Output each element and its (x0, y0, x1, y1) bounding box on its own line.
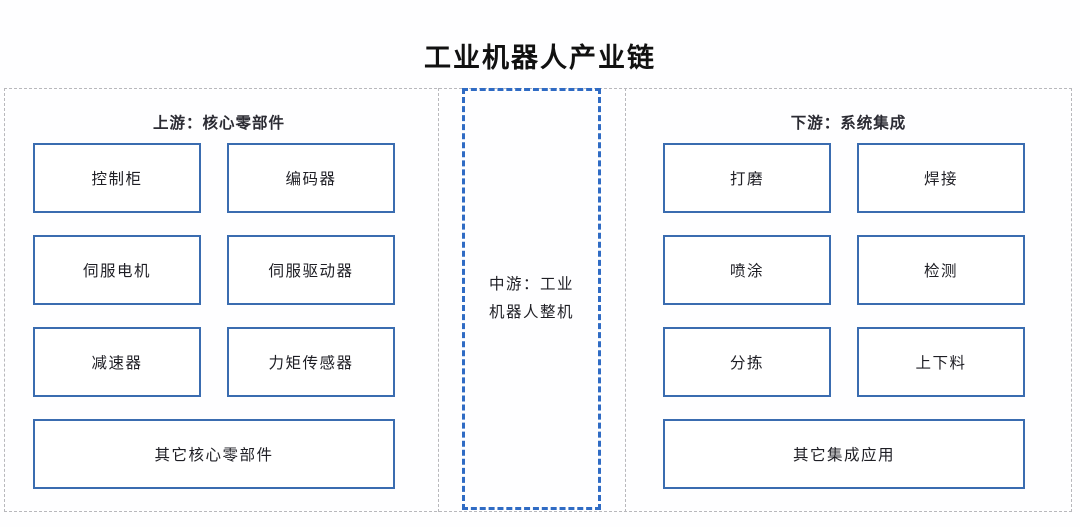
node-downstream-2-2[interactable]: 检测 (857, 235, 1025, 305)
divider-upstream-midstream (438, 88, 439, 512)
node-downstream-3-1[interactable]: 分拣 (663, 327, 831, 397)
node-downstream-3-2[interactable]: 上下料 (857, 327, 1025, 397)
node-upstream-other[interactable]: 其它核心零部件 (33, 419, 395, 489)
page-title: 工业机器人产业链 (424, 43, 656, 73)
node-upstream-1-2[interactable]: 编码器 (227, 143, 395, 213)
node-downstream-1-1[interactable]: 打磨 (663, 143, 831, 213)
downstream-column: 打磨 焊接 喷涂 检测 分拣 上下料 其它集成应用 (663, 143, 1025, 489)
midstream-box[interactable]: 中游：工业 机器人整机 (462, 88, 601, 510)
upstream-row: 控制柜 编码器 (33, 143, 395, 213)
divider-midstream-downstream (625, 88, 626, 512)
downstream-row: 打磨 焊接 (663, 143, 1025, 213)
node-upstream-2-1[interactable]: 伺服电机 (33, 235, 201, 305)
node-upstream-1-1[interactable]: 控制柜 (33, 143, 201, 213)
node-upstream-3-1[interactable]: 减速器 (33, 327, 201, 397)
node-downstream-other[interactable]: 其它集成应用 (663, 419, 1025, 489)
downstream-row: 分拣 上下料 (663, 327, 1025, 397)
node-upstream-3-2[interactable]: 力矩传感器 (227, 327, 395, 397)
upstream-row: 伺服电机 伺服驱动器 (33, 235, 395, 305)
upstream-header: 上游：核心零部件 (152, 115, 285, 132)
downstream-row: 喷涂 检测 (663, 235, 1025, 305)
downstream-header: 下游：系统集成 (790, 115, 907, 132)
upstream-column: 控制柜 编码器 伺服电机 伺服驱动器 减速器 力矩传感器 其它核心零部件 (33, 143, 395, 489)
node-upstream-2-2[interactable]: 伺服驱动器 (227, 235, 395, 305)
midstream-label: 中游：工业 机器人整机 (488, 276, 574, 321)
node-downstream-2-1[interactable]: 喷涂 (663, 235, 831, 305)
upstream-row: 减速器 力矩传感器 (33, 327, 395, 397)
node-downstream-1-2[interactable]: 焊接 (857, 143, 1025, 213)
